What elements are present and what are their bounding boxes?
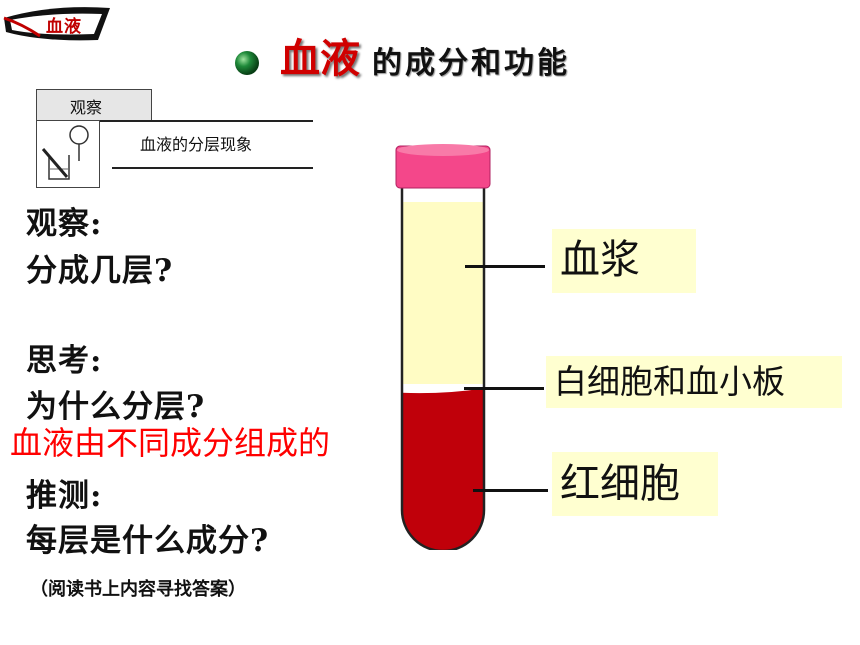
think-heading: 思考: <box>26 343 103 379</box>
logo-emblem <box>3 7 110 41</box>
wbc-platelet-label: 白细胞和血小板 <box>546 356 842 408</box>
observe-question: 分成几层? <box>26 253 174 289</box>
observe-heading: 观察: <box>26 206 103 242</box>
tag-rule-top <box>100 120 313 122</box>
think-question: 为什么分层? <box>26 389 206 425</box>
beaker-magnifier-icon <box>41 125 89 180</box>
rbc-label: 红细胞 <box>552 452 718 516</box>
rbc-leader-line <box>473 489 548 492</box>
answer-text: 血液由不同成分组成的 <box>10 424 331 462</box>
green-ball-icon <box>235 51 259 75</box>
observe-tag-box <box>36 89 152 121</box>
red-cell-layer <box>402 386 484 550</box>
wbc-leader-line <box>464 387 544 390</box>
tag-rule-bottom <box>112 167 313 169</box>
plasma-label: 血浆 <box>552 229 696 293</box>
page-title: 血液 <box>280 35 360 82</box>
plasma-layer <box>402 202 484 384</box>
guess-heading: 推测: <box>26 478 103 514</box>
guess-question: 每层是什么成分? <box>26 523 270 559</box>
page-subtitle: 的成分和功能 <box>372 46 570 81</box>
test-tube <box>395 144 491 550</box>
lab-icon-box <box>36 120 100 188</box>
observe-tag-label: 观察 <box>69 98 102 117</box>
logo-text: 血液 <box>46 17 82 37</box>
plasma-leader-line <box>465 265 545 268</box>
reading-hint: （阅读书上内容寻找答案） <box>30 579 246 600</box>
observe-caption: 血液的分层现象 <box>140 135 253 154</box>
